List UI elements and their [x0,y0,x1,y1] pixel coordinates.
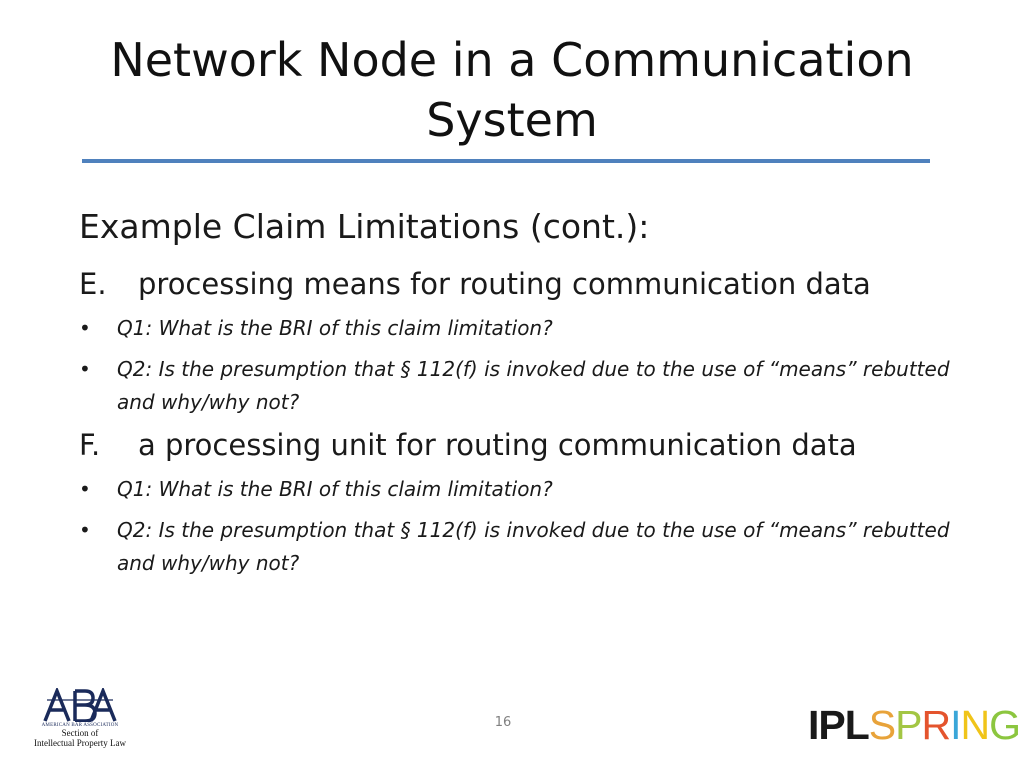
spring-letter: S [868,702,896,748]
list-item: • Q2: Is the presumption that § 112(f) i… [79,514,979,580]
aba-section-name: Intellectual Property Law [34,738,126,748]
spring-letter: P [895,702,922,748]
aba-logo: AMERICAN BAR ASSOCIATION Section of Inte… [30,688,130,760]
spring-logo-text: SPRING [868,702,1021,748]
slide-body: Example Claim Limitations (cont.): E. pr… [79,206,979,588]
question-text: Q1: What is the BRI of this claim limita… [117,477,553,501]
spring-letter: G [989,702,1021,748]
page-number: 16 [494,715,512,730]
claim-e: E. processing means for routing communic… [79,266,979,302]
claim-letter: E. [79,267,107,301]
question-text: Q2: Is the presumption that § 112(f) is … [117,357,950,414]
title-underline [82,159,930,163]
bullet-icon: • [79,477,91,501]
bullet-icon: • [79,357,91,381]
spring-letter: I [950,702,961,748]
aba-section-label: Section of [61,728,99,738]
claim-text: a processing unit for routing communicat… [138,428,857,462]
slide-title: Network Node in a Communication System [110,33,914,147]
spring-letter: N [960,702,991,748]
claim-f: F. a processing unit for routing communi… [79,427,979,463]
list-item: • Q1: What is the BRI of this claim limi… [79,312,979,345]
ipl-logo-prefix: IPL [808,702,870,748]
aba-mark-icon [43,688,117,722]
claim-f-questions: • Q1: What is the BRI of this claim limi… [79,473,979,580]
list-item: • Q1: What is the BRI of this claim limi… [79,473,979,506]
subheading: Example Claim Limitations (cont.): [79,207,650,246]
claim-letter: F. [79,428,101,462]
question-text: Q1: What is the BRI of this claim limita… [117,316,553,340]
list-item: • Q2: Is the presumption that § 112(f) i… [79,353,979,419]
bullet-icon: • [79,518,91,542]
aba-association-name: AMERICAN BAR ASSOCIATION [41,723,119,728]
ipl-spring-logo: IPLSPRING [808,700,1021,750]
spring-letter: R [921,702,952,748]
claim-text: processing means for routing communicati… [138,267,871,301]
claim-e-questions: • Q1: What is the BRI of this claim limi… [79,312,979,419]
question-text: Q2: Is the presumption that § 112(f) is … [117,518,950,575]
bullet-icon: • [79,316,91,340]
